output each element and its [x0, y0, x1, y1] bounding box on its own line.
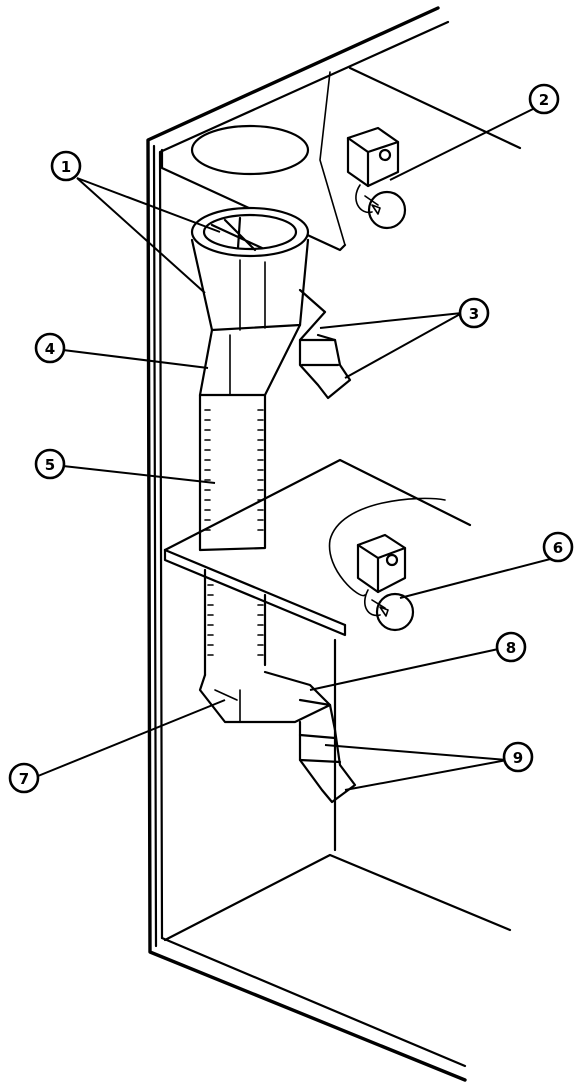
bottom-outlet: [298, 703, 357, 804]
callout-5: 5: [34, 448, 66, 480]
callout-6: 6: [542, 531, 574, 563]
callout-2: 2: [528, 83, 560, 115]
callout-4-label: 4: [45, 340, 55, 358]
valve-actuator-lower: [328, 497, 446, 632]
leader-lines: [37, 107, 559, 791]
callout-4: 4: [34, 332, 66, 364]
callout-7-label: 7: [19, 770, 29, 788]
flex-hose-lower: [203, 568, 267, 677]
collector-funnel: [190, 206, 310, 332]
top-opening: [190, 124, 310, 176]
callout-6-label: 6: [553, 539, 563, 557]
callout-1: 1: [50, 150, 82, 182]
callout-8-label: 8: [506, 639, 516, 657]
bottom-elbow: [198, 670, 332, 724]
callout-9: 9: [502, 741, 534, 773]
middle-shelf: [163, 458, 472, 637]
callout-7: 7: [8, 762, 40, 794]
callout-9-label: 9: [513, 749, 523, 767]
callout-1-label: 1: [61, 158, 71, 176]
flex-hose-upper: [198, 393, 267, 552]
transition-piece: [198, 323, 302, 397]
callout-2-label: 2: [539, 91, 549, 109]
callout-5-label: 5: [45, 456, 55, 474]
callout-8: 8: [495, 631, 527, 663]
callout-3-label: 3: [469, 305, 479, 323]
callout-3: 3: [458, 297, 490, 329]
cabinet-frame: [146, 6, 512, 1082]
side-outlet: [298, 288, 352, 400]
valve-actuator-upper: [346, 126, 407, 230]
